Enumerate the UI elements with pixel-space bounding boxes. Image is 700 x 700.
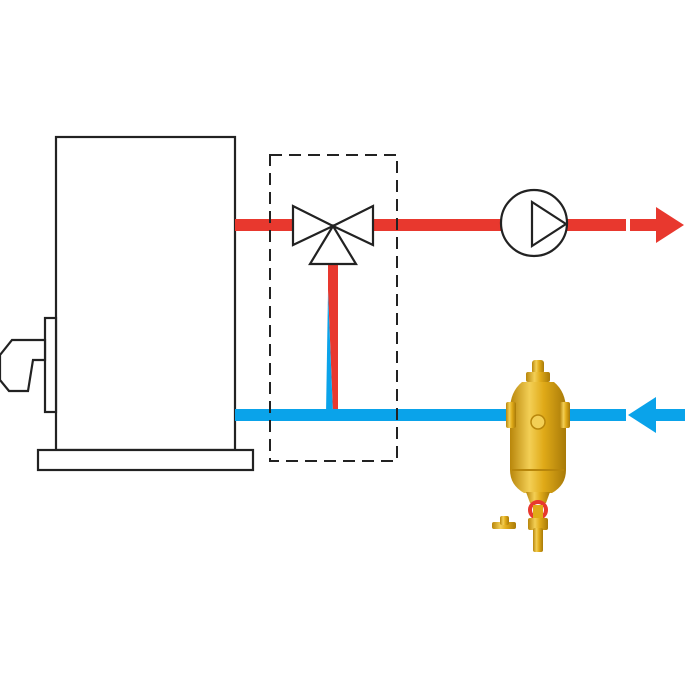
return-flow-arrow-icon bbox=[628, 397, 656, 433]
drain-valve-body bbox=[533, 505, 543, 519]
circulation-pump-icon bbox=[499, 188, 569, 258]
supply-flow-arrow-icon bbox=[656, 207, 684, 243]
return-line bbox=[235, 397, 685, 433]
drain-key-shaft bbox=[492, 522, 516, 529]
drain-key-head bbox=[500, 516, 509, 525]
burner-housing bbox=[0, 338, 47, 393]
bypass-line bbox=[326, 262, 338, 414]
burner-flange bbox=[43, 316, 58, 414]
three-way-valve-icon bbox=[291, 204, 375, 266]
separator-center-plug bbox=[530, 414, 546, 430]
supply-line bbox=[235, 207, 684, 243]
separator-vent-cap bbox=[532, 360, 544, 374]
mixing-group-boundary bbox=[269, 154, 398, 462]
bypass-hot-part bbox=[328, 262, 338, 414]
burner-icon bbox=[0, 316, 58, 414]
separator-vent-nut bbox=[526, 372, 550, 382]
magnetic-dirt-separator-icon bbox=[492, 360, 570, 552]
boiler-base bbox=[36, 448, 255, 472]
separator-inlet-right bbox=[560, 402, 570, 428]
pump-direction-triangle bbox=[530, 199, 569, 249]
boiler bbox=[36, 135, 255, 472]
valve-right-port bbox=[330, 204, 375, 247]
drain-spout bbox=[533, 528, 543, 552]
boiler-body bbox=[54, 135, 237, 452]
valve-bottom-port bbox=[308, 223, 358, 266]
bypass-cold-part bbox=[326, 292, 333, 414]
separator-bottom-neck bbox=[526, 492, 550, 503]
valve-left-port bbox=[291, 204, 336, 247]
drain-fitting bbox=[528, 518, 548, 530]
separator-inlet-left bbox=[506, 402, 516, 428]
separator-body bbox=[510, 382, 566, 493]
